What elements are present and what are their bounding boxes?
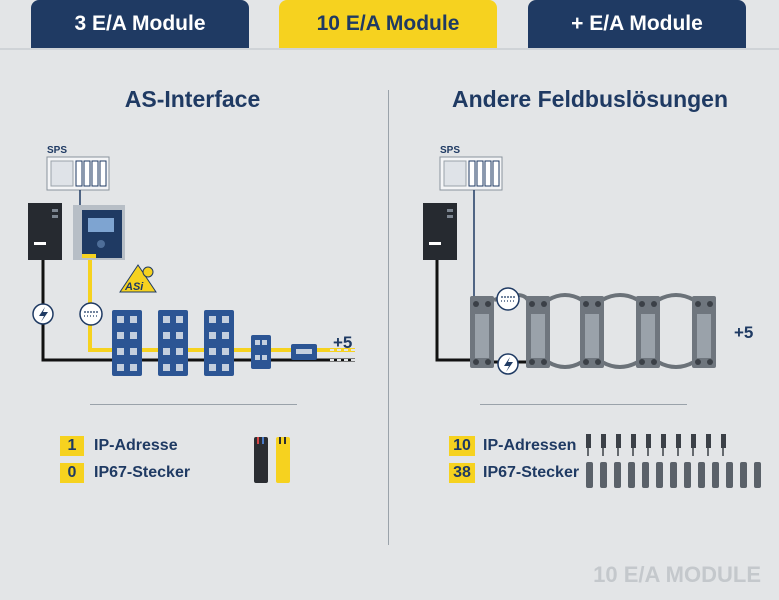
right-power-supply [423,203,457,260]
tab-3-ea-module[interactable]: 3 E/A Module [31,0,249,48]
right-fieldbus-module-4 [636,296,660,368]
asi-logo: ASi [119,264,157,293]
left-io-module-2 [158,310,188,376]
right-sps-label: SPS [440,145,460,156]
right-fieldbus-module-5 [692,296,716,368]
right-ip-cable-icons [586,434,726,456]
right-ip-label: IP-Adressen [483,437,577,454]
left-io-module-1 [112,310,142,376]
right-fieldbus-module-2 [526,296,550,368]
left-as-i-gateway [73,205,125,260]
tab-baseline [0,48,779,50]
left-plug-label: IP67-Stecker [94,464,191,481]
left-ip-label: IP-Adresse [94,437,178,454]
right-ip67-plug-icons [586,462,761,488]
right-fieldbus-module-3 [580,296,604,368]
left-power-icon [32,303,54,325]
right-fieldbus-module-1 [470,296,494,368]
left-end-module [291,344,317,360]
left-power-supply [28,203,62,260]
center-divider [388,90,389,545]
right-plug-count-badge: 38 [449,463,475,483]
left-data-icon [79,302,103,326]
right-ip-count-badge: 10 [449,436,475,456]
right-power-icon [497,353,519,375]
left-sps-plc [46,156,110,191]
right-divider [480,404,687,405]
left-plug-count-badge: 0 [60,463,84,483]
left-divider [90,404,297,405]
left-ip-count-badge: 1 [60,436,84,456]
left-sps-label: SPS [47,145,67,156]
left-io-module-3 [204,310,234,376]
watermark-label: 10 E/A MODULE [593,562,761,587]
right-plus-more: +5 [734,323,754,342]
right-sps-plc [439,156,503,191]
left-small-module [251,335,271,369]
right-title: Andere Feldbuslösungen [451,86,729,112]
right-plug-label: IP67-Stecker [483,464,580,481]
left-title: AS-Interface [124,86,261,112]
left-ip67-plug-icon [254,437,290,483]
right-data-icon [496,287,520,311]
tab-plus-ea-module[interactable]: + E/A Module [528,0,746,48]
tab-10-ea-module[interactable]: 10 E/A Module [279,0,497,48]
left-plus-more: +5 [333,333,353,352]
svg-text:ASi: ASi [124,281,144,293]
